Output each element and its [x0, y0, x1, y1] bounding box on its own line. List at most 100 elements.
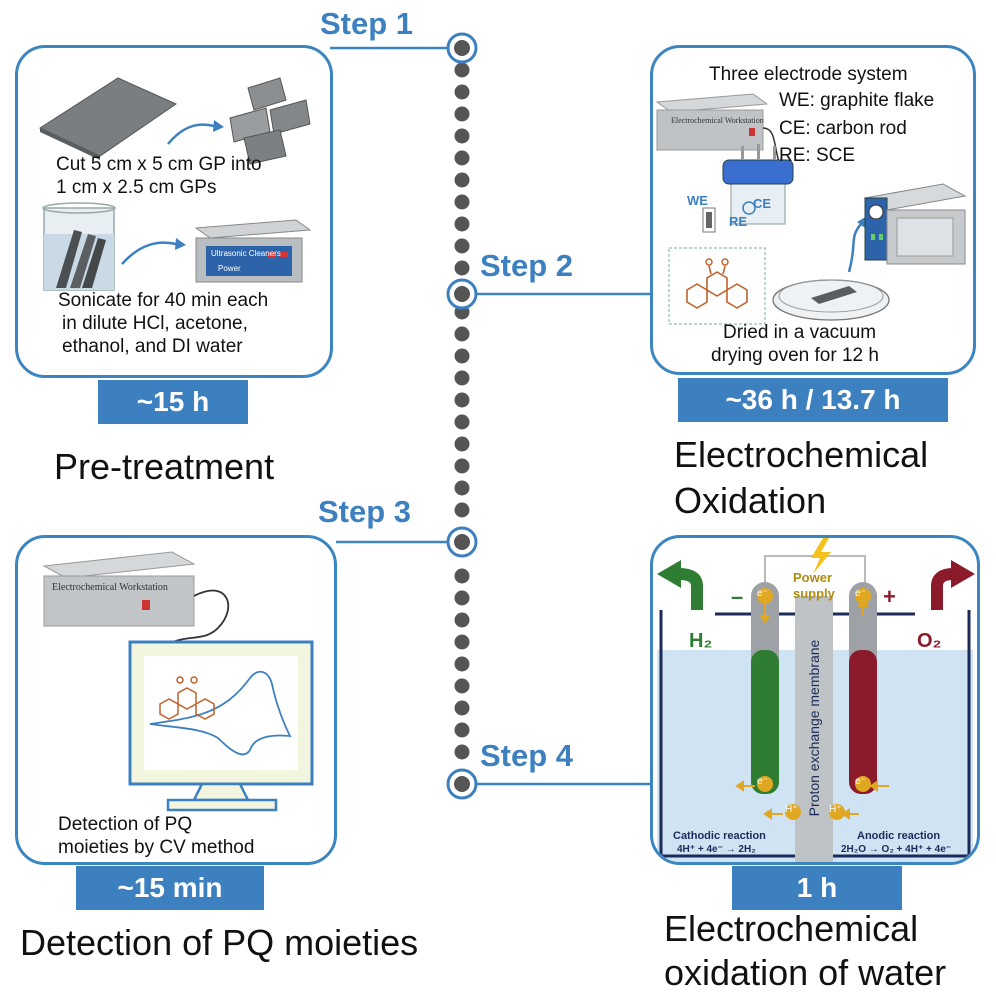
oven-arrow-icon: [847, 223, 862, 273]
timeline-dot: [454, 84, 470, 100]
timeline-dot: [454, 260, 470, 276]
detection-illustration: [42, 551, 314, 812]
pq-molecule-icon: [668, 247, 766, 325]
electrolysis-title-line1: Electrochemical: [664, 908, 919, 949]
electron-label-bottom-left: e⁻: [757, 776, 768, 787]
step1-label: Step 1: [320, 6, 414, 41]
detection-title: Detection of PQ moieties: [20, 922, 419, 963]
timeline-dot: [454, 634, 470, 650]
sonicate-line1: Sonicate for 40 min each: [58, 290, 269, 311]
pq-molecule-icon: [159, 676, 215, 720]
electrochemical-cell-icon: [702, 144, 794, 233]
electrolysis-title-line2: oxidation of water: [664, 952, 947, 993]
power-supply-line1: Power: [793, 570, 833, 585]
lightning-icon: [811, 538, 831, 574]
detect-line2: moieties by CV method: [58, 837, 255, 858]
o2-label: O₂: [917, 630, 942, 652]
anodic-equation: 2H₂O → O₂ + 4H⁺ + 4e⁻: [841, 844, 952, 855]
pretreatment-illustration: [38, 77, 312, 291]
step3-label: Step 3: [318, 494, 412, 529]
cleaner-label: Ultrasonic Cleaners: [211, 249, 281, 258]
timeline-dot: [454, 458, 470, 474]
membrane-label: Proton exchange membrane: [806, 639, 822, 817]
electrolysis-time-badge: 1 h: [732, 866, 902, 910]
electron-icons: [757, 588, 871, 792]
electrolysis-illustration: [657, 538, 975, 862]
workstation-icon: [42, 551, 196, 627]
detection-panel: Electrochemical Workstation Detection of…: [15, 535, 337, 865]
pretreatment-title: Pre-treatment: [54, 446, 275, 487]
detect-line1: Detection of PQ: [58, 814, 193, 835]
anodic-title: Anodic reaction: [857, 830, 941, 842]
petri-dish-icon: [772, 279, 890, 321]
electron-label-top-left: e⁻: [757, 588, 768, 599]
sonicate-line3: ethanol, and DI water: [62, 336, 243, 357]
graphite-paper: [38, 77, 178, 157]
timeline-dot: [454, 370, 470, 386]
sonicate-line2: in dilute HCl, acetone,: [62, 313, 248, 334]
timeline-dot: [454, 392, 470, 408]
timeline-dot: [454, 194, 470, 210]
timeline-dot: [454, 612, 470, 628]
timeline-dot: [454, 590, 470, 606]
cathodic-title: Cathodic reaction: [673, 830, 766, 842]
minus-sign: –: [731, 584, 744, 609]
o2-arrow-icon: [931, 568, 954, 610]
oxidation-time-badge: ~36 h / 13.7 h: [678, 378, 948, 422]
pretreatment-panel: Ultrasonic Cleaners Power Cut 5 cm x 5 c…: [15, 45, 333, 378]
timeline-dot: [454, 216, 470, 232]
detection-time-badge: ~15 min: [76, 866, 264, 910]
timeline-dot: [454, 128, 470, 144]
timeline-dot: [454, 150, 470, 166]
workstation-label: Electrochemical Workstation: [671, 116, 764, 125]
timeline-dot: [454, 722, 470, 738]
timeline-dot: [454, 502, 470, 518]
vacuum-oven-icon: [863, 183, 967, 265]
ce-description: CE: carbon rod: [779, 118, 907, 139]
step4-marker: [446, 768, 478, 800]
pretreatment-time-badge: ~15 h: [98, 380, 248, 424]
step2-marker: [446, 278, 478, 310]
re-description: RE: SCE: [779, 145, 856, 166]
oxidation-panel: Electrochemical Workstation Three electr…: [650, 45, 976, 375]
cut-arrow-icon: [167, 123, 215, 145]
ce-short-label: CE: [753, 196, 772, 211]
re-short-label: RE: [729, 214, 748, 229]
we-short-label: WE: [687, 193, 708, 208]
three-electrode-title: Three electrode system: [709, 64, 908, 85]
proton-exchange-membrane: [795, 596, 833, 862]
proton-label-left: H⁺: [785, 804, 798, 815]
electron-label-bottom-right: e⁻: [855, 776, 866, 787]
timeline-dot: [454, 62, 470, 78]
h2-arrow-icon: [678, 568, 703, 610]
timeline-dot: [454, 238, 470, 254]
dried-line1: Dried in a vacuum: [723, 322, 877, 343]
timeline-dot: [454, 348, 470, 364]
dried-line2: drying oven for 12 h: [711, 345, 879, 366]
workstation-label: Electrochemical Workstation: [52, 582, 168, 593]
step3-marker: [446, 526, 478, 558]
timeline-dot: [454, 678, 470, 694]
oxidation-title-line1: Electrochemical: [674, 434, 929, 475]
timeline-dot: [454, 656, 470, 672]
power-supply-line2: supply: [793, 586, 835, 601]
step4-label: Step 4: [480, 738, 574, 773]
beaker-icon: [42, 202, 116, 291]
timeline-dot: [454, 744, 470, 760]
we-description: WE: graphite flake: [779, 90, 935, 111]
timeline-dot: [454, 172, 470, 188]
plus-sign: +: [883, 584, 896, 609]
timeline-dot: [454, 480, 470, 496]
proton-icons: [785, 804, 845, 820]
timeline-dot: [454, 568, 470, 584]
timeline-dots: [454, 62, 470, 760]
step1-marker: [446, 32, 478, 64]
timeline-dot: [454, 106, 470, 122]
workstation-icon: [655, 93, 769, 151]
proton-label-right: H⁺: [829, 804, 842, 815]
cathodic-equation: 4H⁺ + 4e⁻ → 2H₂: [677, 844, 756, 855]
timeline-dot: [454, 326, 470, 342]
cut-text-line1: Cut 5 cm x 5 cm GP into: [56, 154, 262, 175]
oxidation-illustration: [655, 93, 967, 325]
